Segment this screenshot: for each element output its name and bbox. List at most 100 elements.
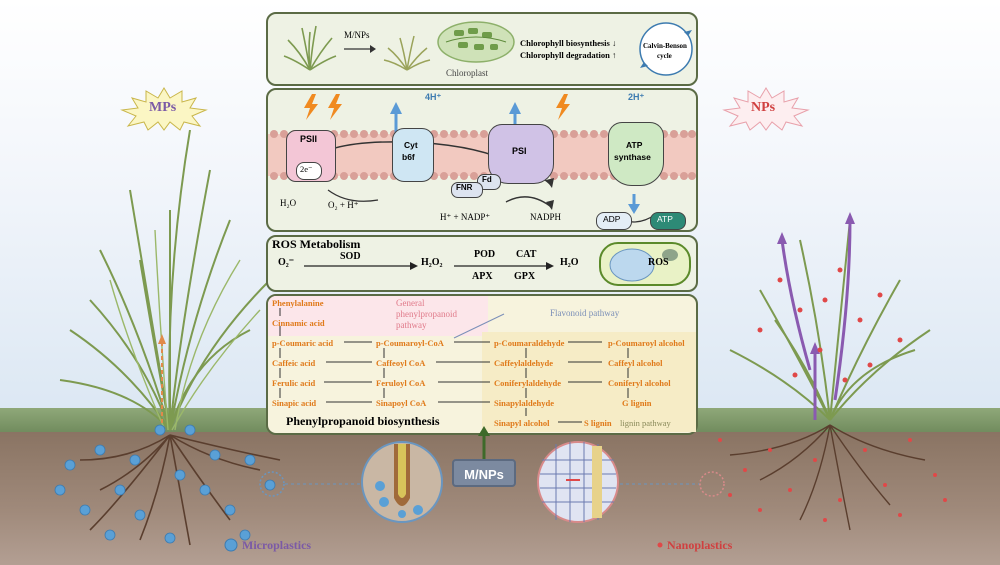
phenylpropanoid-panel: Phenylalanine Cinnamic acid p-Coumaric a… (266, 294, 698, 435)
sinapylalcohol-node: Sinapyl alcohol (494, 418, 550, 428)
psii-label: PSII (300, 134, 318, 144)
coniferaldehyde-node: Coniferylaldehyde (494, 378, 562, 388)
sinapoylcoa-node: Sinapoyl CoA (376, 398, 427, 408)
proton-2h-label: 2H⁺ (628, 92, 645, 102)
grass-before-icon (283, 25, 337, 71)
degradation-label: Chlorophyll degradation (520, 50, 610, 60)
nanoplastic-legend-icon (657, 542, 663, 548)
pcoumaroylalcohol-node: p-Coumaroyl alcohol (608, 338, 685, 348)
sod-arrow (304, 262, 418, 270)
psi-label: PSI (512, 146, 527, 156)
coniferylalcohol-node: Coniferyl alcohol (608, 378, 671, 388)
adp-badge (596, 212, 632, 230)
biosynthesis-text: Chlorophyll biosynthesis ↓ (520, 38, 617, 48)
sod-label: SOD (340, 251, 361, 262)
oxygen-label: O₂ + H⁺ (328, 200, 359, 210)
sinapaldehyde-node: Sinapylaldehyde (494, 398, 554, 408)
caffeylalcohol-node: Caffeyl alcohol (608, 358, 663, 368)
general-pathway-line2: phenylpropanoid (396, 309, 457, 319)
calvin-label-line1: Calvin-Benson (643, 42, 687, 50)
lignin-pathway-label: lignin pathway (620, 418, 671, 428)
sinapic-node: Sinapic acid (272, 398, 317, 408)
general-pathway-line3: pathway (396, 320, 427, 330)
pod-label: POD (474, 249, 496, 260)
cinnamic-node: Cinnamic acid (272, 318, 325, 328)
fnr-label: FNR (456, 183, 473, 192)
water-product-label: H₂O (560, 257, 579, 268)
lightning-icon (304, 94, 342, 120)
slignin-node: S lignin (584, 418, 612, 428)
h2o2-label: H₂O₂ (421, 257, 443, 268)
caffeic-node: Caffeic acid (272, 358, 316, 368)
nps-badge (722, 87, 810, 131)
atp-synthase-line1: ATP (626, 140, 643, 150)
cell-section-magnified (537, 441, 619, 523)
nanoplastics-legend-label: Nanoplastics (667, 538, 733, 552)
fnr-badge (451, 182, 483, 198)
pcoumaric-node: p-Coumaric acid (272, 338, 334, 348)
atp-synthase-complex (608, 122, 664, 186)
treatment-arrow (344, 45, 376, 53)
atp-badge (650, 212, 686, 230)
microplastic-legend-icon (224, 538, 238, 552)
atp-label: ATP (657, 214, 673, 224)
ros-cell-label: ROS (648, 257, 669, 268)
cyt-label-line1: Cyt (404, 140, 418, 150)
cyt-label-line2: b6f (402, 152, 415, 162)
chloroplast-icon (437, 21, 515, 63)
pathway-arrows (279, 308, 629, 423)
microplastics-legend-label: Microplastics (242, 538, 312, 552)
lightning-icon-right (556, 94, 570, 120)
phenylalanine-node: Phenylalanine (272, 298, 324, 308)
nadph-label: NADPH (530, 212, 562, 222)
photosynthesis-panel: PSII 2e⁻ Cyt b6f PSI ATP synthase 4H⁺ 2H… (266, 88, 698, 232)
water-label: H₂O (280, 198, 297, 208)
cyt-b6f-complex (392, 128, 434, 182)
apx-label: APX (472, 271, 493, 282)
pcoumaraldehyde-node: p-Coumaraldehyde (494, 338, 565, 348)
peroxidase-arrow (454, 262, 554, 270)
degradation-text: Chlorophyll degradation ↑ (520, 50, 617, 60)
mps-badge (120, 87, 208, 131)
right-plant-illustration (718, 212, 947, 531)
pcoumaroylcoa-node: p-Coumaroyl-CoA (376, 338, 444, 348)
ros-panel: ROS Metabolism O₂⁻ SOD H₂O₂ POD CAT APX … (266, 235, 698, 292)
cell-icon (599, 242, 691, 286)
feruloylcoa-node: Feruloyl CoA (376, 378, 426, 388)
mnps-up-arrow (478, 426, 490, 460)
connector-lines (259, 471, 725, 497)
mnps-box: M/NPs (452, 459, 516, 487)
glignin-node: G lignin (622, 398, 652, 408)
calvin-label-line2: cycle (657, 52, 672, 60)
general-pathway-region (268, 296, 488, 336)
flavonoid-label: Flavonoid pathway (550, 308, 620, 318)
gpx-label: GPX (514, 271, 536, 282)
electron-badge (296, 162, 322, 180)
fd-label: Fd (482, 175, 492, 184)
ros-title: ROS Metabolism (272, 237, 361, 251)
left-plant-illustration (54, 130, 281, 546)
chloroplast-panel: M/NPs Chloroplast Chlorophyll biosynthes… (266, 12, 698, 86)
chloroplast-label: Chloroplast (446, 68, 488, 78)
general-pathway-line1: General (396, 298, 425, 308)
ferulic-node: Ferulic acid (272, 378, 316, 388)
biosynthesis-label: Chlorophyll biosynthesis (520, 38, 610, 48)
nps-label: NPs (751, 100, 776, 115)
nadp-label: H⁺ + NADP⁺ (440, 212, 491, 222)
mps-label: MPs (149, 100, 177, 115)
superoxide-label: O₂⁻ (278, 257, 295, 268)
electron-label: 2e⁻ (300, 164, 313, 174)
cat-label: CAT (516, 249, 537, 260)
psi-complex (488, 124, 554, 184)
adp-label: ADP (603, 214, 621, 224)
calvin-cycle-icon (639, 22, 693, 76)
atp-synthase-line2: synthase (614, 152, 651, 162)
treatment-label: M/NPs (344, 30, 370, 40)
root-tip-magnified (361, 441, 443, 523)
caffealdehyde-node: Caffeylaldehyde (494, 358, 554, 368)
grass-after-icon (383, 35, 431, 71)
caffeoylcoa-node: Caffeoyl CoA (376, 358, 426, 368)
phenylpropanoid-title: Phenylpropanoid biosynthesis (286, 414, 440, 428)
proton-4h-label: 4H⁺ (425, 92, 442, 102)
